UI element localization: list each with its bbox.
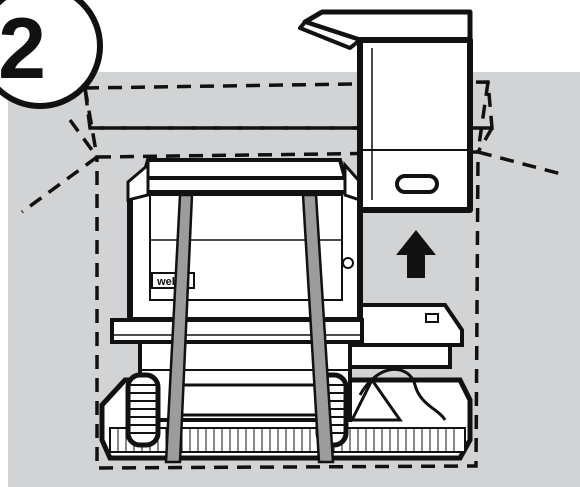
thermometer [343,258,353,268]
shelf-knob [426,314,438,322]
handle-cutout-icon [397,176,437,192]
wheel-left [128,375,158,445]
lid-handle [128,160,360,200]
step-number: 2 [0,1,46,97]
grill-lid [130,178,360,320]
